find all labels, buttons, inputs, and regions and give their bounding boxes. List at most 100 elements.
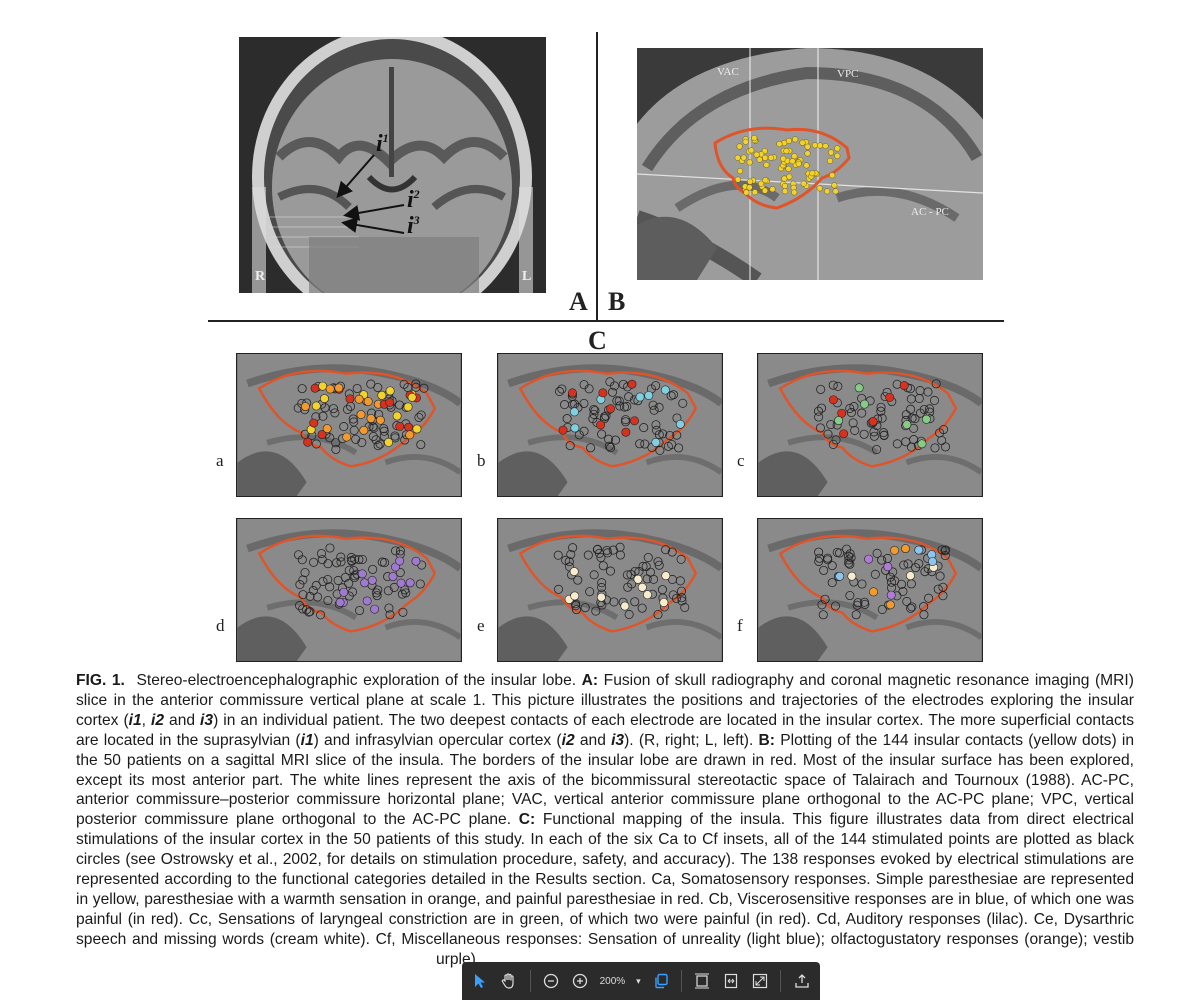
response-point [606, 404, 615, 414]
response-point [637, 582, 647, 592]
stimulation-point [899, 560, 909, 570]
response-point [847, 571, 857, 581]
export-icon[interactable] [789, 968, 814, 994]
hand-pan-icon[interactable] [497, 968, 522, 994]
response-point [675, 419, 685, 429]
response-point [596, 420, 606, 430]
stimulation-point [906, 603, 916, 613]
response-point [335, 597, 345, 607]
stimulation-point [624, 392, 634, 402]
contact-dot [758, 180, 765, 187]
cursor-arrow-icon[interactable] [468, 968, 493, 994]
stimulation-point [877, 555, 887, 565]
stimulation-point [316, 610, 326, 620]
functional-map-inset [757, 353, 983, 497]
stimulation-point [384, 603, 394, 613]
response-point [322, 424, 332, 433]
panel-b-sagittal-mri: VAC VPC AC - PC [637, 48, 983, 280]
stimulation-point [910, 414, 920, 424]
stimulation-point [605, 566, 616, 576]
stimulation-point [902, 596, 912, 606]
stimulation-point [340, 572, 350, 582]
stimulation-point [651, 420, 661, 430]
response-point [325, 384, 335, 394]
coronal-mri-image [239, 37, 546, 293]
caption-i3: i3 [200, 711, 214, 729]
stimulation-point [888, 567, 898, 577]
contact-dot [746, 184, 753, 191]
stimulation-point [654, 402, 664, 412]
response-point [885, 392, 895, 402]
fit-width-icon[interactable] [719, 968, 744, 994]
zoom-level[interactable]: 200% [599, 975, 626, 987]
stimulation-point [906, 394, 916, 404]
stimulation-point [919, 610, 929, 620]
contact-dot [734, 154, 741, 161]
stimulation-point [915, 386, 925, 396]
response-point [635, 392, 645, 402]
stimulation-point [331, 438, 341, 448]
contact-dot [751, 189, 758, 196]
contact-dot [763, 161, 770, 168]
stimulation-point [937, 545, 947, 555]
inset-mri-image [758, 519, 982, 661]
caption-i1: i1 [128, 711, 142, 729]
stimulation-point [925, 404, 935, 414]
response-point [395, 556, 405, 566]
stimulation-point [924, 593, 934, 603]
zoom-out-icon[interactable] [539, 968, 564, 994]
stimulation-point [571, 605, 582, 615]
stimulation-point [903, 559, 913, 569]
stimulation-point [305, 607, 315, 617]
response-point [395, 422, 405, 431]
copy-icon[interactable] [648, 968, 673, 994]
stimulation-point [668, 590, 678, 600]
fullscreen-icon[interactable] [747, 968, 772, 994]
response-point [569, 407, 579, 417]
contact-dot [762, 154, 769, 161]
contact-dot [780, 155, 787, 162]
pdf-viewer-toolbar: 200% ▾ [462, 962, 820, 1000]
stimulation-point [832, 547, 842, 557]
contact-dot [769, 186, 776, 193]
response-point [300, 402, 310, 411]
inset-letter-a: a [216, 451, 224, 470]
stimulation-point [827, 578, 837, 588]
panel-a-coronal-mri: i1 i2 i3 R L [239, 37, 546, 293]
contact-dot [742, 138, 749, 145]
stimulation-point [390, 433, 400, 443]
inset-letter-f: f [737, 616, 743, 635]
contact-dot [785, 165, 792, 172]
chevron-down-icon[interactable]: ▾ [636, 975, 641, 986]
label-i3: i3 [407, 213, 420, 239]
stimulation-point [383, 586, 393, 596]
functional-map-inset [497, 518, 723, 662]
contact-dot [785, 137, 792, 144]
stimulation-point [649, 574, 659, 584]
zoom-in-icon[interactable] [567, 968, 592, 994]
stimulation-point [414, 412, 424, 422]
response-point [570, 423, 580, 433]
contact-dot [743, 189, 750, 196]
stimulation-point [667, 574, 677, 584]
response-point [569, 567, 579, 576]
response-point [310, 383, 320, 393]
stimulation-point [309, 557, 319, 567]
contact-dot [736, 143, 743, 150]
response-point [621, 427, 631, 437]
stimulation-point [851, 610, 861, 620]
fit-page-icon[interactable] [690, 968, 715, 994]
stimulation-point [941, 442, 951, 452]
stimulation-point [604, 441, 614, 451]
stimulation-point [391, 546, 401, 556]
contact-dot [832, 188, 839, 195]
contact-dot [781, 182, 788, 190]
stimulation-point [373, 585, 383, 595]
panel-letter-b: B [608, 287, 626, 316]
response-point [311, 401, 321, 411]
contact-dot [792, 136, 799, 143]
label-left: L [522, 269, 532, 284]
stimulation-point [649, 405, 659, 415]
stimulation-point [676, 554, 686, 564]
response-point [854, 383, 864, 393]
